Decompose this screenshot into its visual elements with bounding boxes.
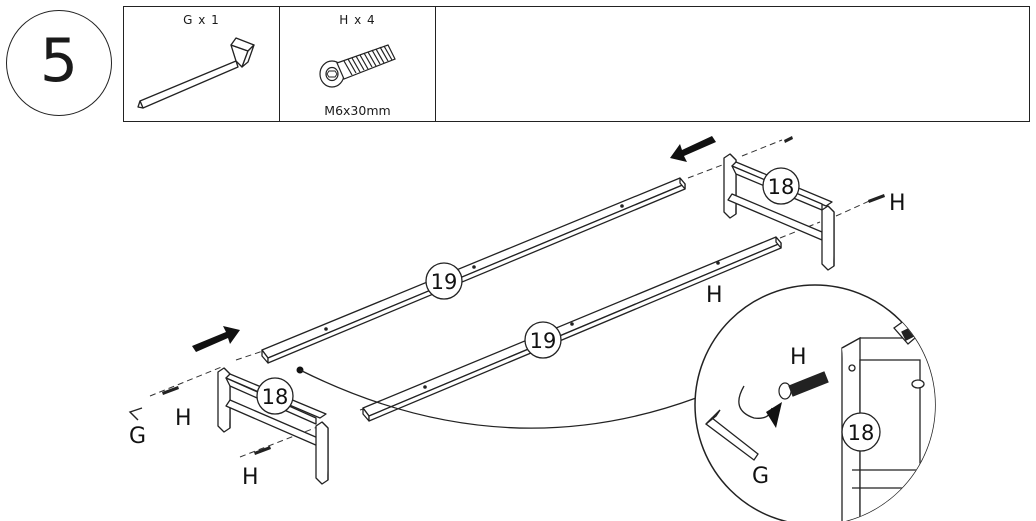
part-19-label-upper: 19 <box>431 270 458 294</box>
bolt-label-h-bottom: H <box>242 465 259 490</box>
part-18-callout-left: 18 <box>256 377 294 415</box>
bolt-label-h-right: H <box>889 191 906 216</box>
parts-table: G x 1 H x 4 <box>123 6 1030 122</box>
rail-19-lower <box>362 236 782 422</box>
rail-19-upper-holes <box>324 204 624 331</box>
part-19-callout-lower: 19 <box>524 321 562 359</box>
allen-key-small-icon <box>128 407 143 421</box>
step-number: 5 <box>39 26 79 96</box>
parts-cell-allen-key: G x 1 <box>124 7 280 121</box>
allen-key-label-g-detail: G <box>752 464 769 489</box>
bolt-label-h-left: H <box>175 406 192 431</box>
step-number-circle: 5 <box>6 10 112 116</box>
bolt-label-h-middle: H <box>706 283 723 308</box>
bolt-label-h-detail: H <box>790 345 807 370</box>
arrow-push-right-icon <box>192 326 240 352</box>
part-18-callout-right: 18 <box>762 167 800 205</box>
part-h-size: M6x30mm <box>324 103 391 118</box>
detail-pointer-curve <box>299 369 697 429</box>
arrow-push-left-icon <box>670 136 716 162</box>
part-18-callout-detail: 18 <box>841 412 881 452</box>
part-19-label-lower: 19 <box>530 329 557 353</box>
parts-cell-bolt: H x 4 M6x30mm <box>280 7 436 121</box>
allen-key-label-g-left: G <box>129 424 146 449</box>
hex-socket-bolt-icon <box>319 44 396 88</box>
detail-circle <box>694 284 936 521</box>
part-g-label: G x 1 <box>183 13 220 27</box>
bolt-h-icons <box>162 136 885 455</box>
part-18-label-detail: 18 <box>848 421 875 445</box>
part-18-label-left: 18 <box>262 385 289 409</box>
part-19-callout-upper: 19 <box>425 262 463 300</box>
rail-19-lower-holes <box>423 261 720 389</box>
allen-key-icon <box>137 37 255 109</box>
part-h-label: H x 4 <box>339 13 376 27</box>
rotate-arrow-icon <box>766 402 782 428</box>
part-18-label-right: 18 <box>768 175 795 199</box>
